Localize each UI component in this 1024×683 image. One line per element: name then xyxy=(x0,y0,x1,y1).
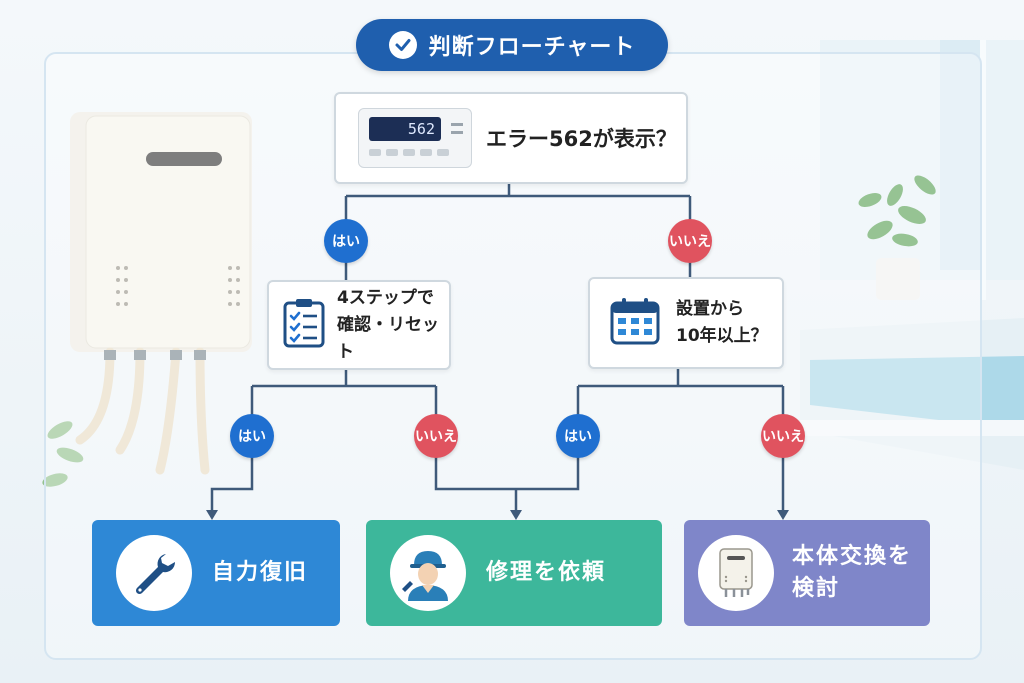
result-replace-unit: 本体交換を 検討 xyxy=(684,520,930,626)
result-request-repair: 修理を依頼 xyxy=(366,520,662,626)
remote-controller-icon: 562 xyxy=(358,108,472,168)
wrench-icon xyxy=(116,535,192,611)
error-code-display: 562 xyxy=(369,117,441,141)
question-steps-line2: 確認・リセット xyxy=(337,314,439,362)
question-steps-box: 4ステップで 確認・リセット xyxy=(267,280,451,370)
answer-steps-yes: はい xyxy=(230,414,274,458)
calendar-icon xyxy=(610,297,660,349)
result-self-recovery: 自力復旧 xyxy=(92,520,340,626)
repair-technician-icon xyxy=(390,535,466,611)
question-error-text: エラー562が表示？ xyxy=(486,127,677,151)
result-request-repair-text: 修理を依頼 xyxy=(486,560,607,585)
question-years-line1: 設置から xyxy=(676,299,744,319)
water-heater-icon xyxy=(698,535,774,611)
chart-title-text: 判断フローチャート xyxy=(428,35,636,60)
answer-years-yes: はい xyxy=(556,414,600,458)
result-replace-line2: 検討 xyxy=(792,576,841,601)
question-steps-line1: 4ステップで xyxy=(337,287,434,308)
question-years-box: 設置から 10年以上？ xyxy=(588,277,784,369)
answer-error-no: いいえ xyxy=(668,219,712,263)
checklist-icon xyxy=(283,298,325,352)
check-icon xyxy=(388,31,417,59)
answer-steps-no: いいえ xyxy=(414,414,458,458)
answer-years-no: いいえ xyxy=(761,414,805,458)
result-self-recovery-text: 自力復旧 xyxy=(212,560,309,585)
chart-title: 判断フローチャート xyxy=(356,19,668,71)
question-error-box: 562 エラー562が表示？ xyxy=(334,92,688,184)
result-replace-line1: 本体交換を xyxy=(792,544,913,569)
answer-error-yes: はい xyxy=(324,219,368,263)
question-years-line2: 10年以上？ xyxy=(676,326,768,346)
